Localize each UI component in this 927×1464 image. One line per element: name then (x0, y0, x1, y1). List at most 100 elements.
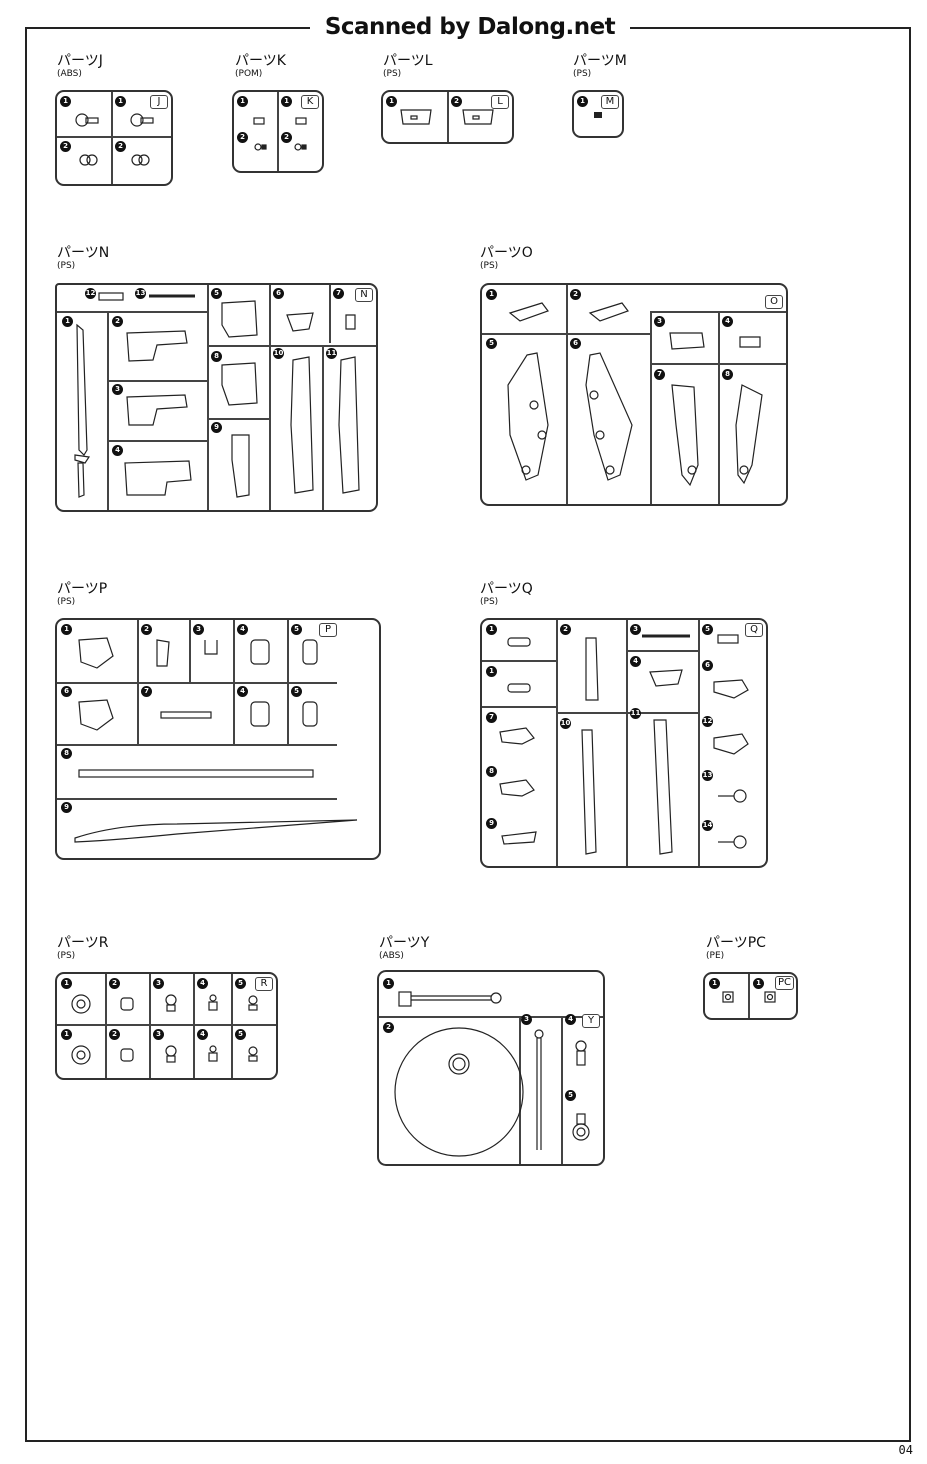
sprue-material: (PS) (573, 69, 592, 79)
sprue-P-label: パーツP (PS) (57, 582, 107, 607)
part-number-badge: 2 (451, 96, 462, 107)
part-number-badge: 1 (60, 96, 71, 107)
part-number-badge: 8 (211, 351, 222, 362)
part-number-badge: 3 (521, 1014, 532, 1025)
sprue-O: O 1 2 3 4 5 6 7 8 (480, 283, 788, 506)
sprue-material: (PS) (57, 261, 76, 271)
sprue-M: M 1 (572, 90, 624, 138)
sprue-material: (PS) (383, 69, 402, 79)
part-drawing (71, 994, 258, 1065)
sprue-L: L 1 2 (381, 90, 514, 144)
sprue-PC: PC 1 1 (703, 972, 798, 1020)
part-number-badge: 4 (237, 686, 248, 697)
part-number-badge: 2 (560, 624, 571, 635)
part-number-badge: 1 (709, 978, 720, 989)
sprue-title: パーツY (379, 935, 430, 951)
part-number-badge: 1 (486, 666, 497, 677)
part-number-badge: 7 (333, 288, 344, 299)
part-number-badge: 8 (486, 766, 497, 777)
sprue-title: パーツR (57, 935, 109, 951)
part-drawing (499, 634, 749, 855)
part-drawing (722, 991, 776, 1003)
part-number-badge: 5 (565, 1090, 576, 1101)
part-number-badge: 8 (61, 748, 72, 759)
part-number-badge: 6 (273, 288, 284, 299)
sprue-title: パーツP (57, 581, 108, 597)
part-number-badge: 1 (61, 624, 72, 635)
part-drawing (507, 302, 763, 487)
part-number-badge: 1 (61, 978, 72, 989)
sprue-N-label: パーツN (PS) (57, 246, 109, 271)
page-number: 04 (898, 1443, 913, 1457)
part-number-badge: 2 (109, 1029, 120, 1040)
sprue-Q: Q 1 2 3 5 4 1 6 7 10 11 12 8 13 9 14 (480, 618, 768, 868)
part-number-badge: 2 (115, 141, 126, 152)
sprue-tag: M (601, 95, 619, 109)
part-number-badge: 7 (654, 369, 665, 380)
part-number-badge: 5 (291, 624, 302, 635)
part-number-badge: 8 (722, 369, 733, 380)
sprue-title: パーツN (57, 245, 110, 261)
part-number-badge: 13 (702, 770, 713, 781)
part-drawing (74, 292, 360, 498)
part-drawing (253, 117, 307, 151)
sprue-material: (ABS) (57, 69, 82, 79)
sprue-M-label: パーツM (PS) (573, 54, 627, 79)
part-number-badge: 1 (386, 96, 397, 107)
part-number-badge: 11 (326, 348, 337, 359)
part-drawing (75, 113, 154, 166)
sprue-tag: P (319, 623, 337, 637)
part-number-badge: 6 (702, 660, 713, 671)
part-number-badge: 1 (383, 978, 394, 989)
sprue-material: (POM) (235, 69, 263, 79)
part-drawing (74, 637, 358, 843)
sprue-title: パーツO (480, 245, 533, 261)
part-number-badge: 4 (722, 316, 733, 327)
sprue-O-label: パーツO (PS) (480, 246, 533, 271)
sprue-material: (PS) (57, 597, 76, 607)
part-number-badge: 1 (237, 96, 248, 107)
part-number-badge: 1 (486, 289, 497, 300)
sprue-Y-label: パーツY (ABS) (379, 936, 429, 961)
part-number-badge: 7 (486, 712, 497, 723)
sprue-title: パーツL (383, 53, 433, 69)
part-number-badge: 1 (62, 316, 73, 327)
sprue-material: (PS) (57, 951, 76, 961)
part-number-badge: 6 (61, 686, 72, 697)
part-number-badge: 2 (112, 316, 123, 327)
sprue-title: パーツK (235, 53, 286, 69)
scan-banner: Scanned by Dalong.net (310, 10, 630, 44)
sprue-tag: J (150, 95, 168, 109)
sprue-R: R 1 2 3 4 5 1 2 3 4 5 (55, 972, 278, 1080)
part-number-badge: 9 (486, 818, 497, 829)
sprue-tag: Q (745, 623, 763, 637)
sprue-Q-label: パーツQ (PS) (480, 582, 533, 607)
part-number-badge: 11 (630, 708, 641, 719)
sprue-J: J 1 1 2 2 (55, 90, 173, 186)
part-number-badge: 2 (141, 624, 152, 635)
sprue-title: パーツQ (480, 581, 533, 597)
part-number-badge: 1 (281, 96, 292, 107)
sprue-title: パーツJ (57, 53, 103, 69)
part-number-badge: 4 (197, 978, 208, 989)
part-number-badge: 3 (153, 978, 164, 989)
part-number-badge: 1 (753, 978, 764, 989)
part-number-badge: 7 (141, 686, 152, 697)
part-number-badge: 2 (383, 1022, 394, 1033)
part-number-badge: 3 (654, 316, 665, 327)
part-number-badge: 9 (211, 422, 222, 433)
part-number-badge: 5 (235, 978, 246, 989)
sprue-material: (PS) (480, 261, 499, 271)
sprue-tag: O (765, 295, 783, 309)
sprue-J-label: パーツJ (ABS) (57, 54, 103, 79)
part-number-badge: 14 (702, 820, 713, 831)
part-number-badge: 5 (486, 338, 497, 349)
sprue-N: N 12 13 5 6 7 1 2 8 10 11 3 9 4 (55, 283, 378, 512)
part-number-badge: 2 (60, 141, 71, 152)
sprue-tag: PC (774, 976, 794, 990)
part-number-badge: 1 (61, 1029, 72, 1040)
sprue-material: (ABS) (379, 951, 404, 961)
part-number-badge: 3 (153, 1029, 164, 1040)
part-number-badge: 2 (281, 132, 292, 143)
part-number-badge: 9 (61, 802, 72, 813)
